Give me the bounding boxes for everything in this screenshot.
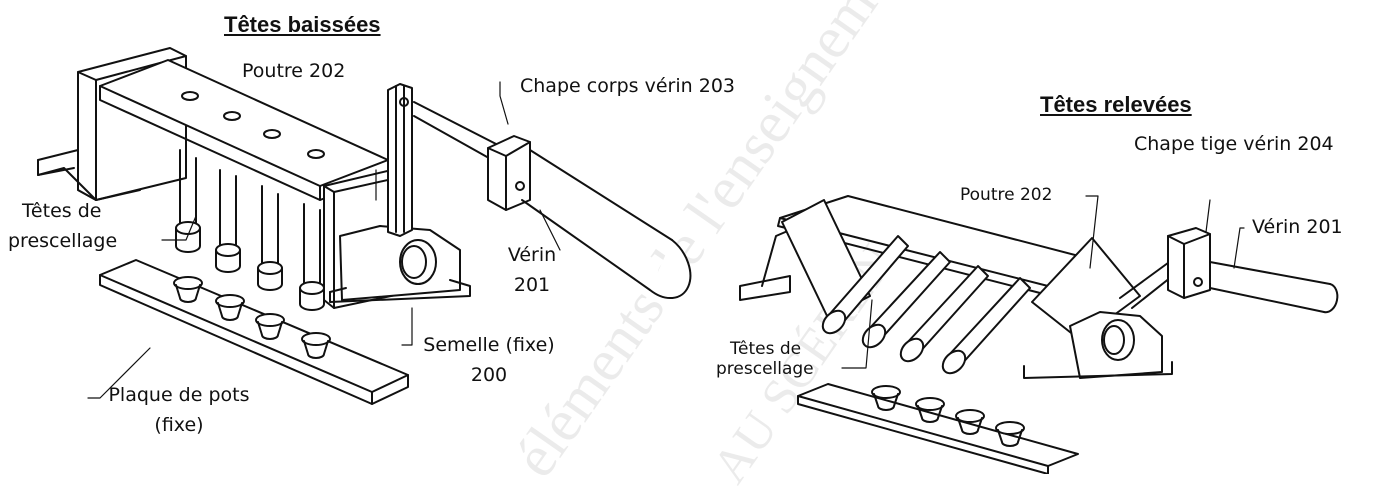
label-verin-left: Vérin 201 xyxy=(500,244,564,296)
title-tetes-relevees: Têtes relevées xyxy=(1040,92,1192,117)
label-poutre-left: Poutre 202 xyxy=(242,60,346,82)
label-tetes-left-line2: prescellage xyxy=(8,230,118,252)
right-drawing-heads-raised xyxy=(739,195,1339,474)
right-pot-plate xyxy=(797,383,1079,474)
label-tetes-right-line2: prescellage xyxy=(716,359,814,379)
left-drawing-heads-lowered xyxy=(37,47,692,405)
label-verin-right: Vérin 201 xyxy=(1252,216,1343,238)
left-pillow-block-semelle xyxy=(329,225,471,303)
label-tetes-left-line1: Têtes de xyxy=(22,200,102,222)
left-pots xyxy=(173,276,331,359)
label-verin-left-line2: 201 xyxy=(513,274,551,296)
right-pillow-block xyxy=(1023,311,1173,379)
left-pot-plate xyxy=(99,259,409,405)
left-cylinder-verin xyxy=(413,101,692,300)
label-tetes-prescellage-right: Têtes de prescellage xyxy=(716,338,846,380)
label-tetes-right-line1: Têtes de xyxy=(730,339,802,359)
label-verin-left-line1: Vérin xyxy=(507,244,557,266)
label-tetes-prescellage-left: Têtes de prescellage xyxy=(0,200,160,252)
right-pots xyxy=(871,385,1025,447)
right-leader-lines xyxy=(841,195,1245,369)
label-plaque-de-pots: Plaque de pots (fixe) xyxy=(104,384,254,436)
label-poutre-right: Poutre 202 xyxy=(960,185,1053,205)
title-tetes-baissees: Têtes baissées xyxy=(224,12,381,37)
label-semelle: Semelle (fixe) 200 xyxy=(414,334,564,386)
label-plaque-line1: Plaque de pots xyxy=(108,384,250,406)
right-tilted-plate xyxy=(781,199,871,319)
left-beam-pins xyxy=(181,91,325,159)
label-chape-corps-verin: Chape corps vérin 203 xyxy=(520,75,735,97)
left-leader-lines xyxy=(87,81,561,399)
label-semelle-line2: 200 xyxy=(470,364,508,386)
label-semelle-line1: Semelle (fixe) xyxy=(423,334,555,356)
label-chape-tige-verin: Chape tige vérin 204 xyxy=(1134,133,1334,155)
right-heads xyxy=(821,309,967,375)
label-plaque-line2: (fixe) xyxy=(154,414,204,436)
diagram-canvas: éléments de l'enseignement AU SCÉRÉN xyxy=(0,0,1343,493)
right-cylinder-verin xyxy=(1119,227,1339,314)
left-clevis-bars xyxy=(387,83,413,237)
mechanism-drawings xyxy=(37,47,1339,474)
